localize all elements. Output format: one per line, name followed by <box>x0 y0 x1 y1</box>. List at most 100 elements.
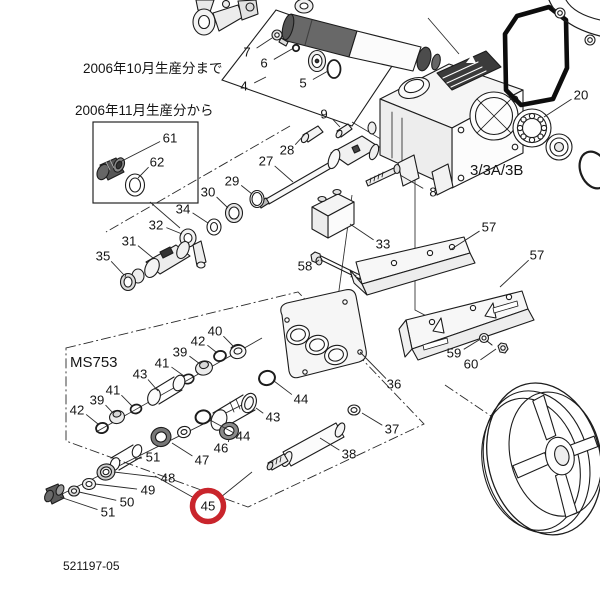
oring-44a <box>258 369 276 387</box>
washer-47 <box>177 425 191 439</box>
washer-37 <box>347 404 361 416</box>
part-label-45: 45 <box>201 499 216 514</box>
cylinder-manifold <box>280 289 367 379</box>
part-label-49: 49 <box>141 483 156 498</box>
leader-line <box>207 344 217 353</box>
leader-line <box>78 491 117 501</box>
leader-line <box>359 351 387 379</box>
part-label-38: 38 <box>342 447 357 462</box>
part-label-50: 50 <box>120 495 135 510</box>
mounting-bracket-lower <box>398 290 535 361</box>
body-variant: 3/3A/3B <box>470 162 523 179</box>
part-label-30: 30 <box>201 185 216 200</box>
part-label-43: 43 <box>133 367 148 382</box>
pin-9 <box>335 123 353 139</box>
cap-35 <box>119 268 145 292</box>
ring-49 <box>81 477 97 491</box>
plunger-31 <box>144 240 191 279</box>
part-label-9: 9 <box>320 107 327 122</box>
leader-line <box>312 70 329 80</box>
valve-cage-43a <box>147 374 186 406</box>
leader-line <box>113 471 158 478</box>
part-label-5: 5 <box>299 76 306 91</box>
valve-kit-pre-oct-2006 <box>271 29 342 79</box>
part-label-27: 27 <box>259 154 274 169</box>
leader-line <box>294 133 306 145</box>
leader-line <box>273 380 293 395</box>
part-label-6: 6 <box>260 56 267 71</box>
part-label-43: 43 <box>266 410 281 425</box>
valve-39a <box>195 360 213 376</box>
model-code: MS753 <box>70 354 118 371</box>
part-label-47: 47 <box>195 453 210 468</box>
plug-61 <box>96 157 126 181</box>
part-label-62: 62 <box>150 155 165 170</box>
belt-pulley-wheel <box>481 382 600 536</box>
stud-bolt-8 <box>365 163 401 187</box>
label-plate <box>436 50 502 91</box>
pin-28 <box>300 125 324 144</box>
crankshaft-flange-opening <box>469 91 519 141</box>
nut-50 <box>67 485 81 497</box>
part-label-46: 46 <box>214 441 229 456</box>
highlight-circle-45 <box>189 487 227 525</box>
valve-39b <box>109 409 125 425</box>
part-label-42: 42 <box>70 403 85 418</box>
part-label-57: 57 <box>530 248 545 263</box>
part-label-44: 44 <box>236 429 251 444</box>
mounting-foot <box>397 154 420 187</box>
leader-line <box>137 166 149 179</box>
part-label-39: 39 <box>173 345 188 360</box>
part-label-51: 51 <box>101 505 116 520</box>
piston-shaft <box>257 135 380 209</box>
screw-59 <box>478 332 493 346</box>
ball-bearing <box>512 108 552 148</box>
part-label-32: 32 <box>149 218 164 233</box>
leader-line <box>110 261 125 276</box>
cover-gasket-oring <box>502 4 570 108</box>
pump-body <box>367 50 524 196</box>
part-label-34: 34 <box>176 202 191 217</box>
leader-line <box>480 348 497 361</box>
part-label-28: 28 <box>280 143 295 158</box>
leader-line <box>543 98 572 118</box>
connecting-rod-parts <box>192 0 314 36</box>
mounting-foot <box>431 163 454 196</box>
post-nov-2006-parts-box <box>92 121 199 204</box>
part-label-33: 33 <box>376 237 391 252</box>
leader-line <box>319 437 340 451</box>
part-label-59: 59 <box>447 346 462 361</box>
part-label-61: 61 <box>163 131 178 146</box>
leader-line <box>253 76 267 84</box>
seal-62 <box>124 173 146 197</box>
mounting-bracket-upper <box>349 236 476 296</box>
part-label-37: 37 <box>385 422 400 437</box>
part-label-4: 4 <box>240 79 247 94</box>
part-label-36: 36 <box>387 377 402 392</box>
part-label-41: 41 <box>155 356 170 371</box>
plug-51b <box>44 483 65 505</box>
drawing-number: 521197-05 <box>63 559 120 573</box>
shaft-oring <box>578 150 600 190</box>
piston-rod-38 <box>266 422 346 471</box>
highlight-label-layer: 45 <box>201 499 216 514</box>
oring-44b <box>194 409 212 425</box>
leader-line <box>499 259 529 288</box>
leader-line <box>332 118 341 128</box>
leader-line <box>449 230 480 251</box>
leader-line <box>240 185 253 195</box>
part-label-40: 40 <box>208 324 223 339</box>
note-from-nov-2006: 2006年11月生産分から <box>75 103 214 118</box>
part-label-7: 7 <box>243 45 250 60</box>
leader-line <box>273 48 293 60</box>
part-label-42: 42 <box>191 334 206 349</box>
leader-line <box>361 412 383 426</box>
leader-line <box>274 165 294 183</box>
note-until-oct-2006: 2006年10月生産分まで <box>83 61 223 76</box>
leader-line <box>209 419 234 433</box>
leader-line <box>349 223 374 241</box>
leader-line <box>59 496 98 511</box>
part-label-35: 35 <box>96 249 111 264</box>
